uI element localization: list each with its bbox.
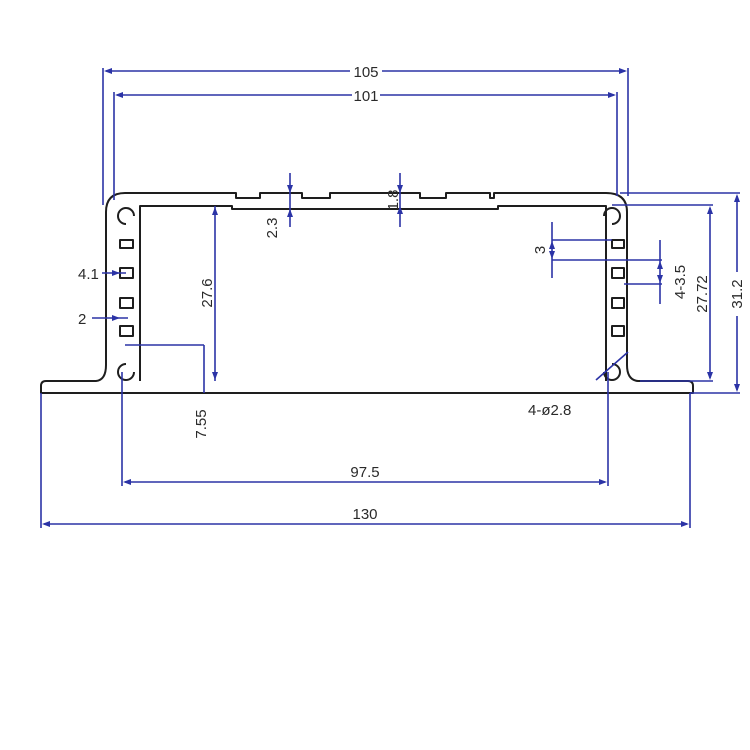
label-1-8: 1.8	[385, 190, 402, 211]
label-101: 101	[353, 88, 378, 105]
inner-cavity-outline	[139, 205, 607, 381]
label-4-3-5: 4-3.5	[672, 265, 689, 299]
flange-outline	[40, 192, 694, 394]
screw-boss-top-right	[603, 207, 621, 225]
dimension-labels: 105 101 2.3 1.8 27.6 4.1 2 7.55 97.5 130…	[78, 62, 746, 523]
label-4-1: 4.1	[78, 266, 99, 283]
screw-boss-bottom-right	[603, 363, 621, 381]
label-27-72: 27.72	[694, 275, 711, 313]
screw-boss-bottom-left	[117, 363, 135, 381]
label-hole-diameter: 4-ø2.8	[528, 402, 571, 419]
right-wall-slots	[611, 239, 625, 337]
label-97-5: 97.5	[350, 464, 379, 481]
label-27-6: 27.6	[199, 278, 216, 307]
label-3: 3	[532, 246, 549, 254]
screw-boss-top-left	[117, 207, 135, 225]
dimension-lines	[40, 68, 740, 528]
left-wall-slots	[119, 239, 134, 337]
label-2: 2	[78, 311, 86, 328]
label-7-55: 7.55	[193, 409, 210, 438]
label-31-2: 31.2	[729, 279, 746, 308]
label-2-3: 2.3	[264, 218, 281, 239]
profile-outline	[40, 192, 694, 394]
label-130: 130	[352, 506, 377, 523]
dim-leader-hole	[595, 351, 629, 381]
label-105: 105	[353, 64, 378, 81]
dimension-arrows	[42, 68, 740, 527]
